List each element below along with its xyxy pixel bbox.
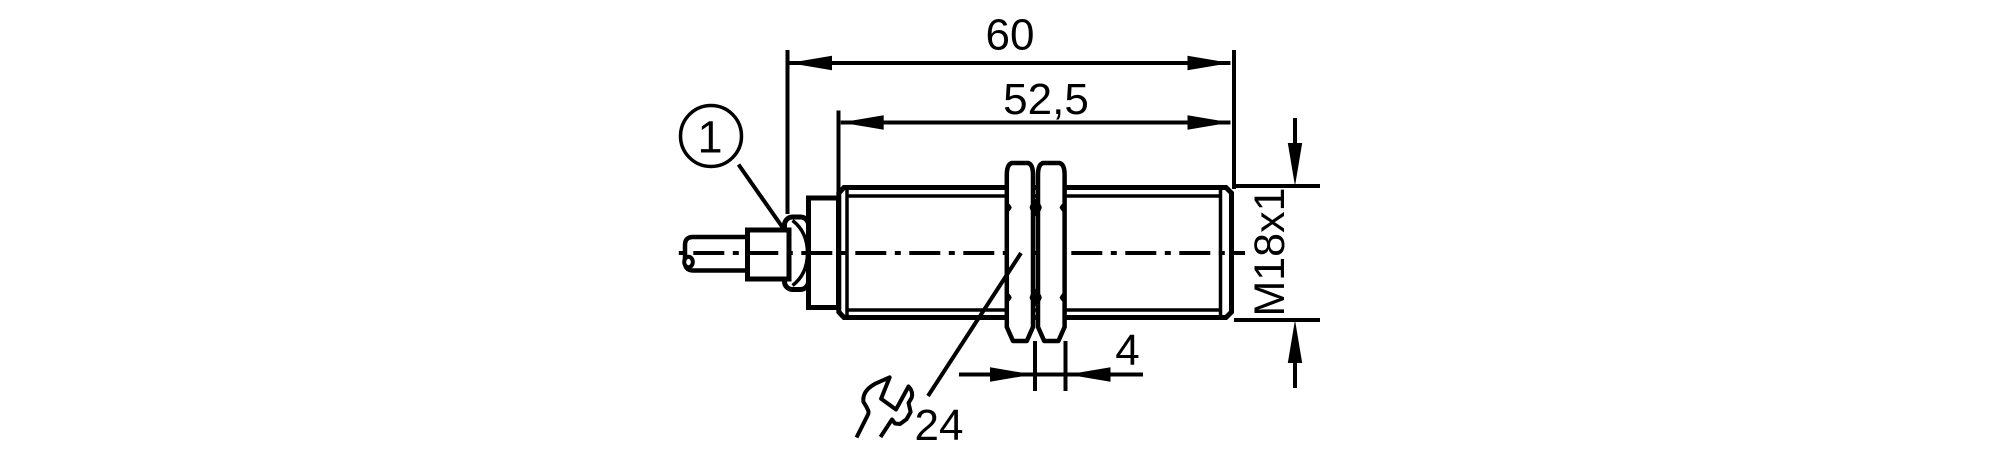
svg-text:M18x1: M18x1: [1246, 187, 1294, 316]
svg-text:60: 60: [986, 11, 1035, 60]
svg-text:4: 4: [1115, 326, 1139, 375]
svg-text:24: 24: [915, 401, 964, 450]
svg-text:1: 1: [697, 112, 722, 163]
svg-text:52,5: 52,5: [1003, 75, 1089, 124]
